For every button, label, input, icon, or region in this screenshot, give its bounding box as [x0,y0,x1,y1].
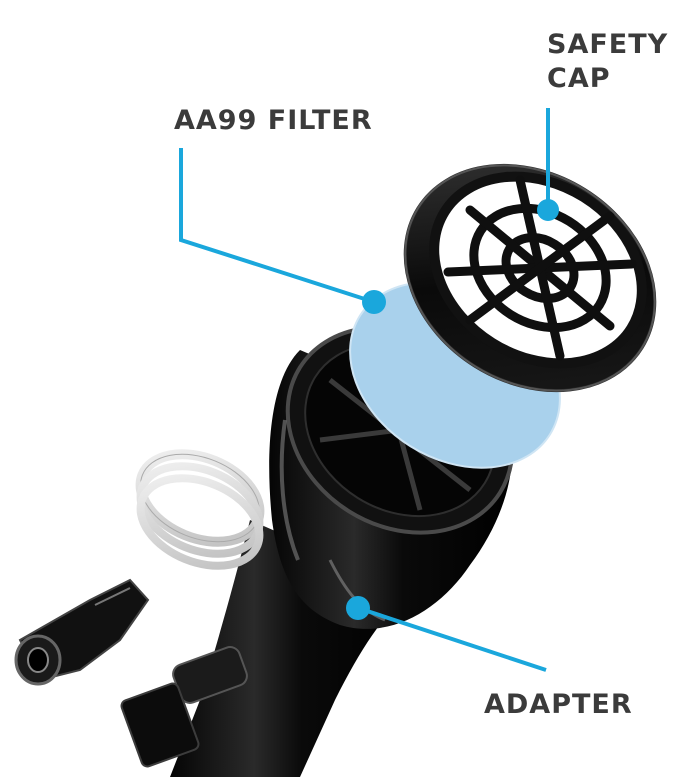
label-safety-cap-line2: CAP [547,63,611,94]
callout-line-adapter [357,606,547,672]
label-filter: AA99 FILTER [174,105,373,136]
o-rings [135,449,265,570]
safety-cap [403,163,657,393]
callout-dot-safety-cap [537,199,559,221]
callout-dot-filter [362,290,386,314]
callout-line-filter [179,148,375,304]
mouthpiece-clip [14,578,150,686]
label-safety-cap: SAFETY CAP [547,28,668,96]
callout-dot-adapter [346,596,370,620]
callout-adapter [346,596,547,672]
callout-filter [179,148,386,314]
callout-safety-cap [537,108,559,221]
label-safety-cap-line1: SAFETY [547,29,669,60]
label-adapter: ADAPTER [484,689,633,720]
